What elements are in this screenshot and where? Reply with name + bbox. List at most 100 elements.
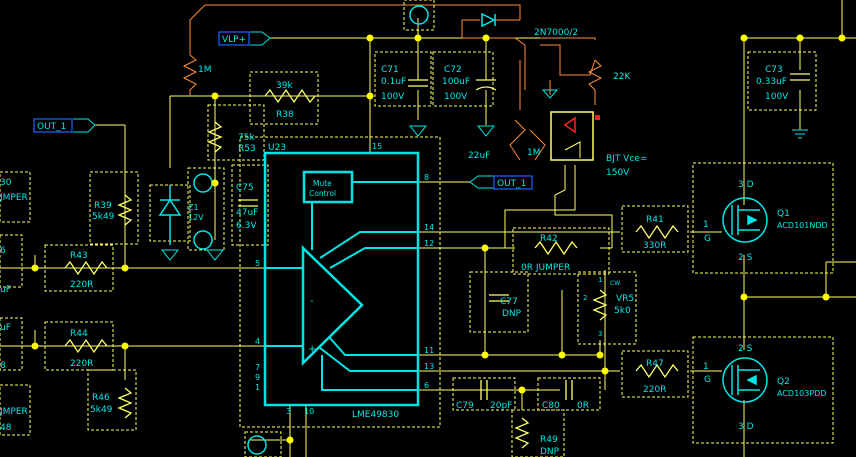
bjt-line2: 150V [606, 168, 630, 178]
c72-volt: 100V [444, 92, 468, 102]
q1-pin-bottom: 2 S [738, 253, 753, 263]
r42-ref: R42 [540, 234, 558, 244]
pin-8: 8 [424, 173, 429, 182]
r39-value: 5k49 [92, 212, 115, 222]
c73-volt: 100V [765, 92, 789, 102]
q2-part: ACD103PDD [777, 389, 827, 398]
c75-value: 47uF [236, 208, 258, 218]
r46-value: 5k49 [90, 405, 113, 415]
left-top2: JMPER [0, 193, 28, 203]
vr5-pin-1: 1 [598, 276, 602, 284]
c72-value: 100uF [442, 77, 470, 87]
r49-value: DNP [540, 447, 560, 457]
r44-ref: R44 [70, 329, 88, 339]
component-outlines [0, 0, 834, 457]
r46-ref: R46 [92, 393, 110, 403]
z1-value: 12V [188, 213, 204, 222]
c71-value: 0.1uF [381, 77, 406, 87]
pin-1: 1 [255, 383, 260, 392]
u23-ic [263, 151, 420, 407]
c75-volt: 6.3V [236, 221, 257, 231]
q1-pin-top: 3 D [738, 180, 754, 190]
q1-pin-gate: G [704, 234, 711, 244]
net-label-out1-left: OUT_1 [37, 122, 66, 132]
pin-3: 3 [286, 407, 291, 416]
r41-value: 330R [643, 241, 666, 251]
pin-5: 5 [255, 259, 260, 268]
c75-ref: C75 [236, 183, 254, 193]
r49-ref: R49 [540, 435, 558, 445]
c73-value: 0.33uF [756, 77, 787, 87]
bjt-line1: BJT Vce= [606, 154, 647, 164]
capacitors [238, 73, 810, 400]
vr5-ref: VR5 [616, 294, 634, 304]
pin-4: 4 [255, 337, 260, 346]
c79-ref: C79 [456, 401, 474, 411]
left-top1: 30 [0, 178, 12, 188]
r53-value: 75k [238, 133, 255, 143]
c-22u-value: 22uF [468, 151, 490, 161]
q2-pin-gate: G [704, 375, 711, 385]
q1-pin-num: 1 [703, 220, 709, 230]
r38-ref: R38 [276, 110, 294, 120]
r42-value: 0R JUMPER [521, 263, 570, 273]
pin-12: 12 [424, 239, 434, 248]
mute-control-line2: Control [309, 189, 336, 198]
q2-pin-top: 2 S [738, 344, 753, 354]
q2-pin-num: 1 [703, 362, 709, 372]
vr5-value: 5k0 [614, 306, 631, 316]
left-low1: uF [0, 323, 11, 333]
mute-control-line1: Mute [313, 179, 332, 188]
pin-6: 6 [424, 381, 429, 390]
u23-ref: U23 [268, 143, 286, 153]
c72-ref: C72 [444, 65, 462, 75]
c77-ref: C77 [500, 297, 518, 307]
c71-ref: C71 [381, 65, 399, 75]
c80-value: 0R [577, 401, 589, 411]
junction-dots [31, 34, 846, 444]
pin-11: 11 [424, 346, 434, 355]
fet-ref: 2N7000/2 [534, 28, 578, 38]
r43-value: 220R [70, 280, 93, 290]
resistors [64, 88, 679, 449]
hv-wires [182, 4, 603, 161]
c71-volt: 100V [381, 92, 405, 102]
r47-ref: R47 [646, 359, 664, 369]
net-label-out1-right: OUT_1 [497, 179, 526, 189]
vr5-cw: CW [610, 280, 620, 287]
semiconductors [158, 5, 496, 455]
net-label-vlp: VLP+ [222, 35, 246, 45]
left-bot2: 48 [0, 423, 12, 433]
r-22k-value: 22K [613, 72, 631, 82]
r41-ref: R41 [646, 215, 664, 225]
q1-part: ACD101NDD [777, 221, 828, 230]
pin-minus: - [310, 296, 314, 307]
optocoupler [504, 111, 613, 248]
r53-ref: R53 [238, 144, 256, 154]
left-low2: 8 [0, 361, 6, 371]
pin-13: 13 [424, 362, 434, 371]
r-1m-mid-value: 1M [527, 148, 541, 158]
text-labels: U23 LME49830 Mute Control 15 8 14 12 5 4… [0, 28, 828, 457]
u23-part: LME49830 [352, 410, 399, 420]
pin-10: 10 [304, 407, 314, 416]
r44-value: 220R [70, 359, 93, 369]
c80-ref: C80 [542, 401, 560, 411]
left-bot1: JMPER [0, 407, 28, 417]
q2-ref: Q2 [777, 377, 790, 387]
pin-7: 7 [255, 363, 260, 372]
r47-value: 220R [643, 385, 666, 395]
left-mid2: uF [0, 285, 11, 295]
net-labels: VLP+ OUT_1 OUT_1 [33, 31, 533, 190]
c79-value: 20pF [490, 401, 512, 411]
pin-plus: + [308, 344, 316, 355]
c77-value: DNP [502, 309, 522, 319]
left-mid1: 6 [0, 246, 6, 256]
r39-ref: R39 [94, 201, 112, 211]
vr5-pin-2: 2 [583, 294, 587, 302]
r-1m-top-value: 1M [198, 65, 212, 75]
r43-ref: R43 [70, 251, 88, 261]
q2-pin-bottom: 3 D [738, 422, 754, 432]
z1-ref: Z1 [188, 203, 199, 212]
